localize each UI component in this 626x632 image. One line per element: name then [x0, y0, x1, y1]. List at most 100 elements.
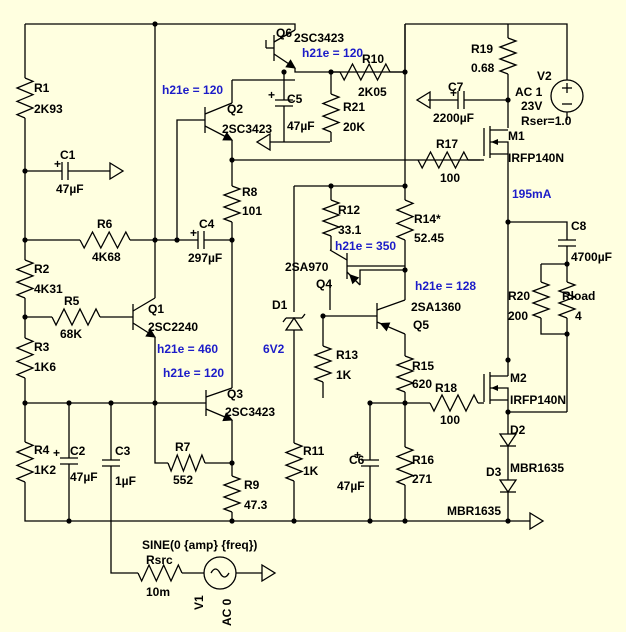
resistor-r9 — [222, 475, 242, 513]
resistor-r9-body — [222, 475, 242, 513]
capacitor-c3 — [102, 459, 120, 467]
junction-dot — [505, 518, 511, 524]
q6-part: 2SC3423 — [294, 31, 344, 45]
resistor-r20-body — [531, 281, 551, 319]
r14-ref: R14* — [414, 212, 441, 226]
r9-ref: R9 — [244, 478, 260, 492]
resistor-r1 — [15, 77, 35, 119]
capacitor-c6-plus: + — [354, 448, 361, 462]
diode-d1-bend — [301, 313, 306, 319]
junction-dot — [291, 518, 297, 524]
wires — [22, 21, 570, 574]
c7-value: 2200µF — [433, 111, 474, 125]
diode-d3 — [498, 479, 518, 494]
diode-d3-triangle — [498, 479, 518, 494]
junction-dot — [229, 460, 235, 466]
resistor-r11 — [284, 442, 304, 482]
c2-ref: C2 — [70, 444, 86, 458]
c3-value: 1µF — [115, 474, 136, 488]
resistor-r5-body — [51, 307, 101, 327]
resistor-rload-body — [557, 281, 577, 319]
wire — [359, 269, 405, 285]
ground-c5 — [255, 132, 271, 152]
resistor-r21 — [321, 93, 341, 133]
r13-ref: R13 — [336, 348, 358, 362]
capacitor-c1: + — [54, 157, 69, 180]
wire — [294, 68, 405, 73]
r19-value: 0.68 — [471, 61, 495, 75]
transistor-q3-collector — [205, 387, 233, 398]
rload-ref: Rload — [562, 289, 595, 303]
capacitor-c4: + — [190, 226, 205, 249]
c4-value: 297µF — [188, 251, 222, 265]
m2-part: IRFP140N — [510, 393, 566, 407]
transistor-q1-arrow — [145, 328, 156, 338]
r20-ref: R20 — [508, 289, 530, 303]
transistor-q3-arrow — [222, 412, 234, 422]
capacitor-c5-plus: + — [268, 88, 275, 102]
ground-c1-shape — [109, 161, 125, 181]
resistor-r18-body — [429, 393, 479, 413]
c4-ref: C4 — [199, 217, 215, 231]
capacitor-c6: + — [354, 448, 379, 467]
r3-value: 1K6 — [34, 360, 56, 374]
wire — [176, 119, 205, 240]
r18-value: 100 — [440, 413, 460, 427]
r11-ref: R11 — [303, 444, 325, 458]
resistor-r17-body — [417, 150, 469, 170]
ground-c7 — [415, 90, 431, 110]
c8-value: 4700µF — [571, 250, 612, 264]
junction-dot — [564, 331, 570, 337]
ground-c1 — [109, 161, 125, 181]
diode-d1 — [282, 313, 306, 331]
r20-value: 200 — [508, 309, 528, 323]
d3-part: MBR1635 — [447, 504, 501, 518]
q5-part: 2SA1360 — [411, 300, 461, 314]
transistor-q2-collector — [204, 102, 233, 115]
rload-value: 4 — [575, 309, 582, 323]
resistor-r13-body — [313, 345, 333, 383]
r6-ref: R6 — [97, 217, 113, 231]
c1-value: 47µF — [56, 182, 84, 196]
q6-ref: Q6 — [276, 26, 292, 40]
r1-ref: R1 — [34, 81, 50, 95]
junction-dot — [505, 409, 511, 415]
mosfet-m1-body — [490, 141, 509, 154]
resistor-rload — [557, 281, 577, 319]
ground-c7-shape — [415, 90, 431, 110]
junction-dot — [229, 518, 235, 524]
voltage-source-v2-circle — [550, 79, 584, 113]
transistor-q1-collector — [132, 297, 156, 312]
junction-dot — [402, 518, 408, 524]
d2-ref: D2 — [510, 423, 526, 437]
c6-ref: C6 — [349, 453, 365, 467]
q5-ref: Q5 — [413, 318, 429, 332]
capacitor-c5: + — [268, 88, 293, 107]
resistor-r2 — [15, 259, 35, 299]
junction-dot — [229, 237, 235, 243]
diode-d1-triangle — [284, 316, 304, 331]
resistor-r3-body — [15, 337, 35, 379]
r15-ref: R15 — [412, 359, 434, 373]
r15-value: 620 — [412, 377, 432, 391]
r8-value: 101 — [242, 204, 262, 218]
transistor-q6-arrow — [285, 59, 296, 69]
q2-part: 2SC3423 — [222, 122, 272, 136]
d3-ref: D3 — [486, 465, 502, 479]
q3-h21e: h21e = 120 — [163, 366, 224, 380]
r1-value: 2K93 — [34, 102, 63, 116]
v1-ref: V1 — [192, 595, 206, 610]
resistor-r14-body — [395, 199, 415, 241]
v2-value: 23V — [521, 99, 542, 113]
resistor-r16-body — [395, 446, 415, 486]
resistor-r6 — [79, 230, 131, 250]
q1-h21e: h21e = 460 — [157, 342, 218, 356]
r11-value: 1K — [303, 464, 319, 478]
r17-value: 100 — [440, 171, 460, 185]
transistor-q4-arrow — [349, 274, 360, 285]
resistor-r5 — [51, 307, 101, 327]
voltage-source-v2 — [550, 79, 584, 113]
transistor-q6 — [273, 29, 296, 69]
junction-dot — [367, 518, 373, 524]
resistor-rsrc-body — [137, 563, 183, 583]
